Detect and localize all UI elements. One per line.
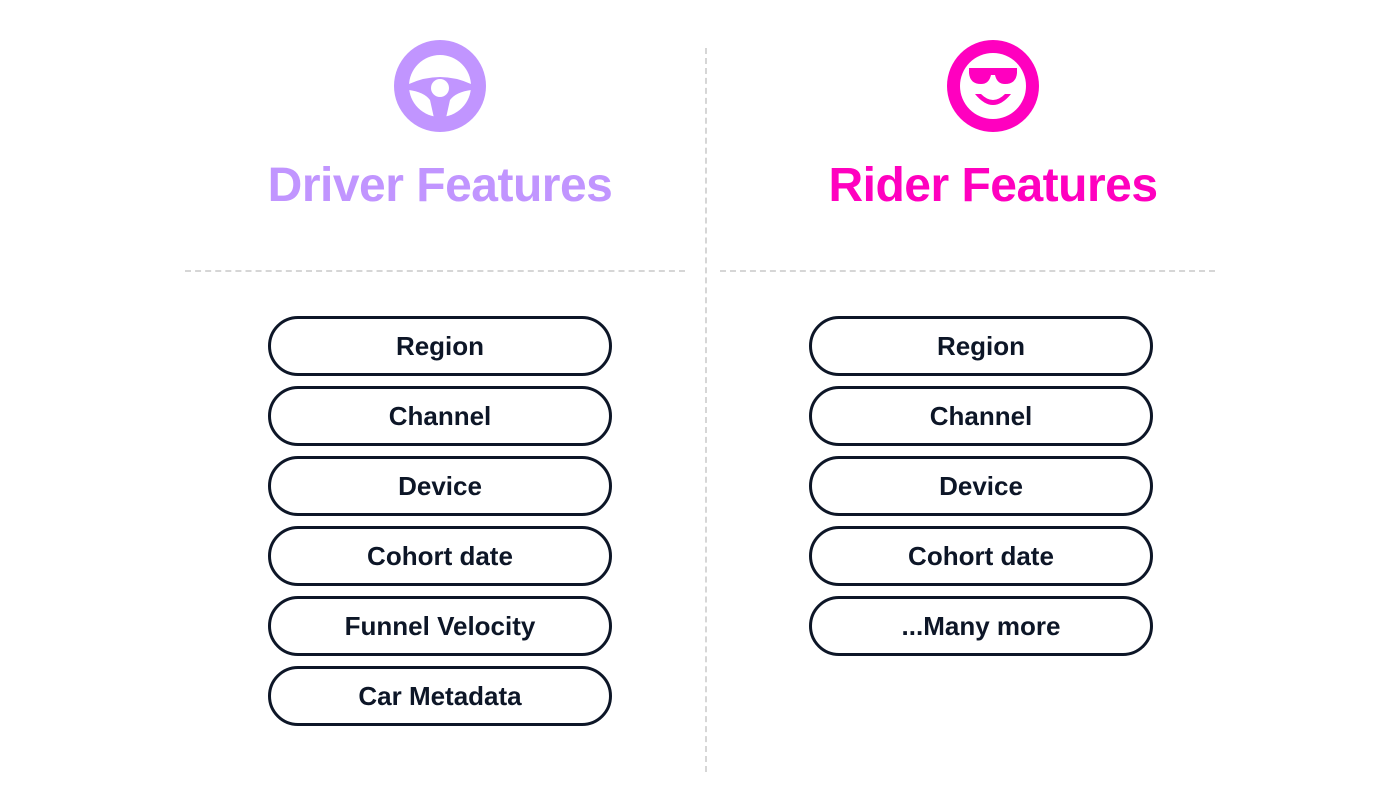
rider-column-header: Rider Features: [733, 40, 1253, 214]
driver-features-title: Driver Features: [267, 159, 613, 212]
smiley-sunglasses-icon: [947, 40, 1039, 132]
driver-features-list: Region Channel Device Cohort date Funnel…: [268, 316, 612, 736]
rider-features-list: Region Channel Device Cohort date ...Man…: [809, 316, 1153, 666]
vertical-divider: [705, 48, 707, 772]
driver-feature-cohort-date: Cohort date: [268, 526, 612, 586]
rider-feature-device: Device: [809, 456, 1153, 516]
rider-features-title: Rider Features: [828, 159, 1158, 212]
rider-feature-region: Region: [809, 316, 1153, 376]
driver-feature-device: Device: [268, 456, 612, 516]
rider-feature-channel: Channel: [809, 386, 1153, 446]
rider-feature-many-more: ...Many more: [809, 596, 1153, 656]
driver-feature-funnel-velocity: Funnel Velocity: [268, 596, 612, 656]
horizontal-divider-left: [185, 270, 685, 272]
driver-column-header: Driver Features: [180, 40, 700, 214]
horizontal-divider-right: [720, 270, 1215, 272]
driver-feature-car-metadata: Car Metadata: [268, 666, 612, 726]
rider-feature-cohort-date: Cohort date: [809, 526, 1153, 586]
driver-feature-region: Region: [268, 316, 612, 376]
driver-feature-channel: Channel: [268, 386, 612, 446]
steering-wheel-icon: [394, 40, 486, 132]
